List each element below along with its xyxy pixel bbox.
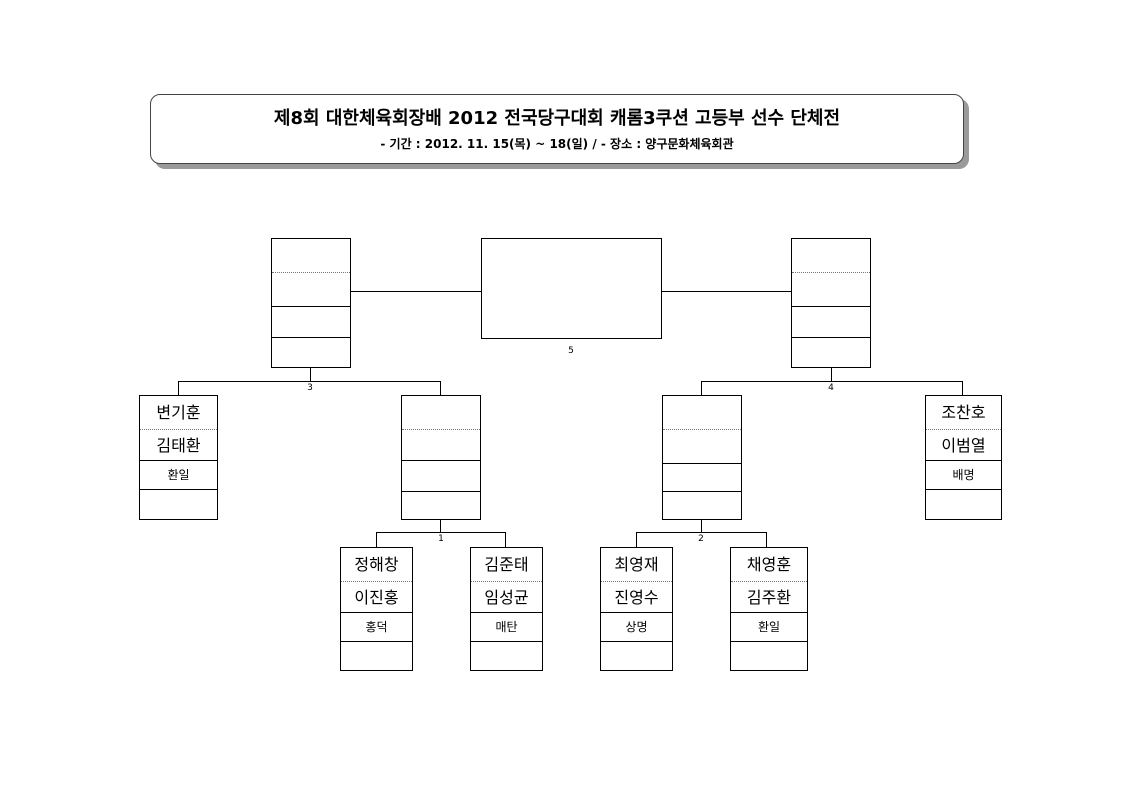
player-name: 김준태 — [471, 548, 542, 582]
connector-line — [701, 520, 702, 533]
connector-line — [701, 381, 702, 395]
connector-line — [310, 368, 311, 382]
tournament-title: 제8회 대한체육회장배 2012 전국당구대회 캐롬3쿠션 고등부 선수 단체전 — [273, 108, 841, 129]
school-name: 홍덕 — [341, 613, 412, 642]
player-name: 이진홍 — [341, 582, 412, 613]
player-name: 조찬호 — [926, 396, 1001, 430]
connector-line — [376, 532, 506, 533]
connector-line — [440, 520, 441, 533]
school-name: 환일 — [140, 461, 217, 490]
player-name: 정해창 — [341, 548, 412, 582]
quarterfinal-box — [401, 395, 481, 520]
slot-player1 — [663, 396, 741, 430]
player-name: 변기훈 — [140, 396, 217, 430]
school-name: 배명 — [926, 461, 1001, 490]
team-box: 최영재 진영수 상명 — [600, 547, 673, 671]
connector-line — [766, 532, 767, 547]
connector-line — [636, 532, 767, 533]
player-name: 진영수 — [601, 582, 672, 613]
connector-line — [376, 532, 377, 547]
semifinal-right-box — [791, 238, 871, 368]
slot-player2 — [272, 273, 350, 307]
player-name: 김태환 — [140, 430, 217, 461]
match-number: 3 — [307, 383, 313, 393]
school-name: 상명 — [601, 613, 672, 642]
connector-line — [701, 381, 963, 382]
slot-player2 — [402, 430, 480, 461]
semifinal-left-box — [271, 238, 351, 368]
school-name: 환일 — [731, 613, 807, 642]
player-name: 최영재 — [601, 548, 672, 582]
slot-school — [663, 464, 741, 492]
team-box: 채영훈 김주환 환일 — [730, 547, 808, 671]
connector-line — [662, 291, 791, 292]
final-box — [481, 238, 662, 339]
player-name: 임성균 — [471, 582, 542, 613]
slot-school — [792, 307, 870, 338]
connector-line — [440, 381, 441, 395]
slot-school — [402, 461, 480, 492]
slot-player2 — [792, 273, 870, 307]
connector-line — [636, 532, 637, 547]
header-box: 제8회 대한체육회장배 2012 전국당구대회 캐롬3쿠션 고등부 선수 단체전… — [150, 94, 964, 164]
quarterfinal-box — [662, 395, 742, 520]
connector-line — [962, 381, 963, 395]
connector-line — [505, 532, 506, 547]
team-box: 김준태 임성균 매탄 — [470, 547, 543, 671]
match-number: 4 — [828, 383, 834, 393]
connector-line — [351, 291, 481, 292]
school-name: 매탄 — [471, 613, 542, 642]
team-box: 조찬호 이범열 배명 — [925, 395, 1002, 520]
player-name: 채영훈 — [731, 548, 807, 582]
player-name: 김주환 — [731, 582, 807, 613]
connector-line — [178, 381, 441, 382]
connector-line — [178, 381, 179, 395]
tournament-period-venue: - 기간 : 2012. 11. 15(목) ~ 18(일) / - 장소 : … — [380, 137, 734, 151]
slot-player2 — [663, 430, 741, 464]
match-number: 1 — [438, 534, 444, 544]
player-name: 이범열 — [926, 430, 1001, 461]
slot-player1 — [402, 396, 480, 430]
slot-player1 — [792, 239, 870, 273]
match-number: 2 — [698, 534, 704, 544]
match-number: 5 — [568, 346, 574, 356]
team-box: 변기훈 김태환 환일 — [139, 395, 218, 520]
slot-player1 — [272, 239, 350, 273]
team-box: 정해창 이진홍 홍덕 — [340, 547, 413, 671]
connector-line — [831, 368, 832, 382]
slot-school — [272, 307, 350, 338]
